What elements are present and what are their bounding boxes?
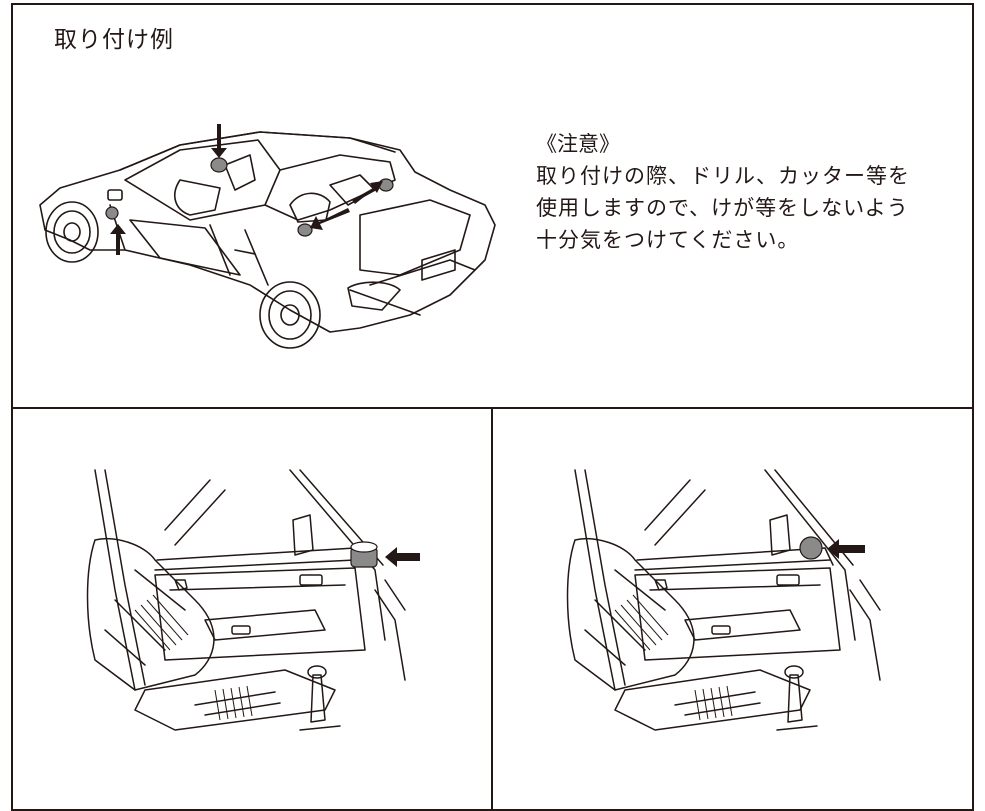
caution-line-1: 取り付けの際、ドリル、カッター等を [536, 164, 910, 188]
car-illustration [39, 124, 496, 349]
arrow-icon [385, 547, 420, 567]
caution-line-3: 十分気をつけてください。 [536, 228, 800, 252]
arrow-icon [827, 539, 865, 559]
page-title: 取り付け例 [54, 27, 174, 53]
interior-right-illustration [566, 469, 881, 731]
caution-heading: 《注意》 [536, 132, 620, 156]
interior-left-illustration [86, 469, 420, 731]
caution-line-2: 使用しますので、けが等をしないよう [536, 196, 909, 220]
caution-note: 《注意》 取り付けの際、ドリル、カッター等を 使用しますので、けが等をしないよう… [536, 128, 910, 256]
panel-divider [491, 407, 493, 811]
